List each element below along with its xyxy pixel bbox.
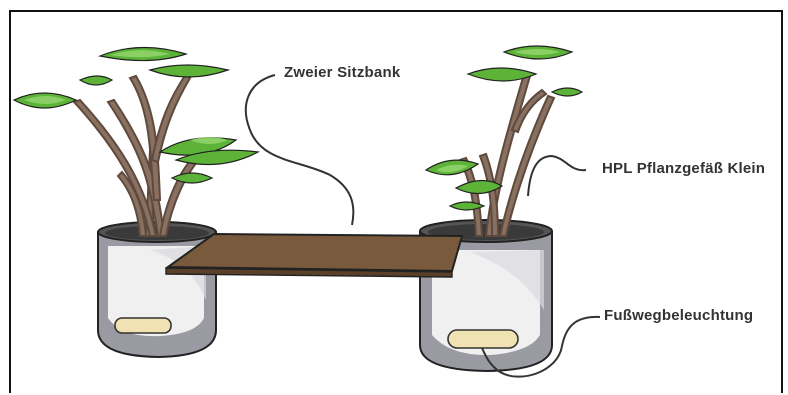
right-lamp-icon (448, 330, 518, 348)
planter-callout-line (528, 156, 586, 196)
bench-label: Zweier Sitzbank (284, 64, 400, 81)
left-planter-icon (98, 222, 216, 357)
right-plant-icon (426, 46, 582, 236)
lighting-label: Fußwegbeleuchtung (604, 307, 753, 324)
left-plant-icon (14, 47, 258, 236)
left-lamp-icon (115, 318, 171, 333)
planter-label: HPL Pflanzgefäß Klein (602, 160, 765, 177)
bench-icon (166, 234, 462, 277)
bench-callout-line (246, 75, 354, 225)
